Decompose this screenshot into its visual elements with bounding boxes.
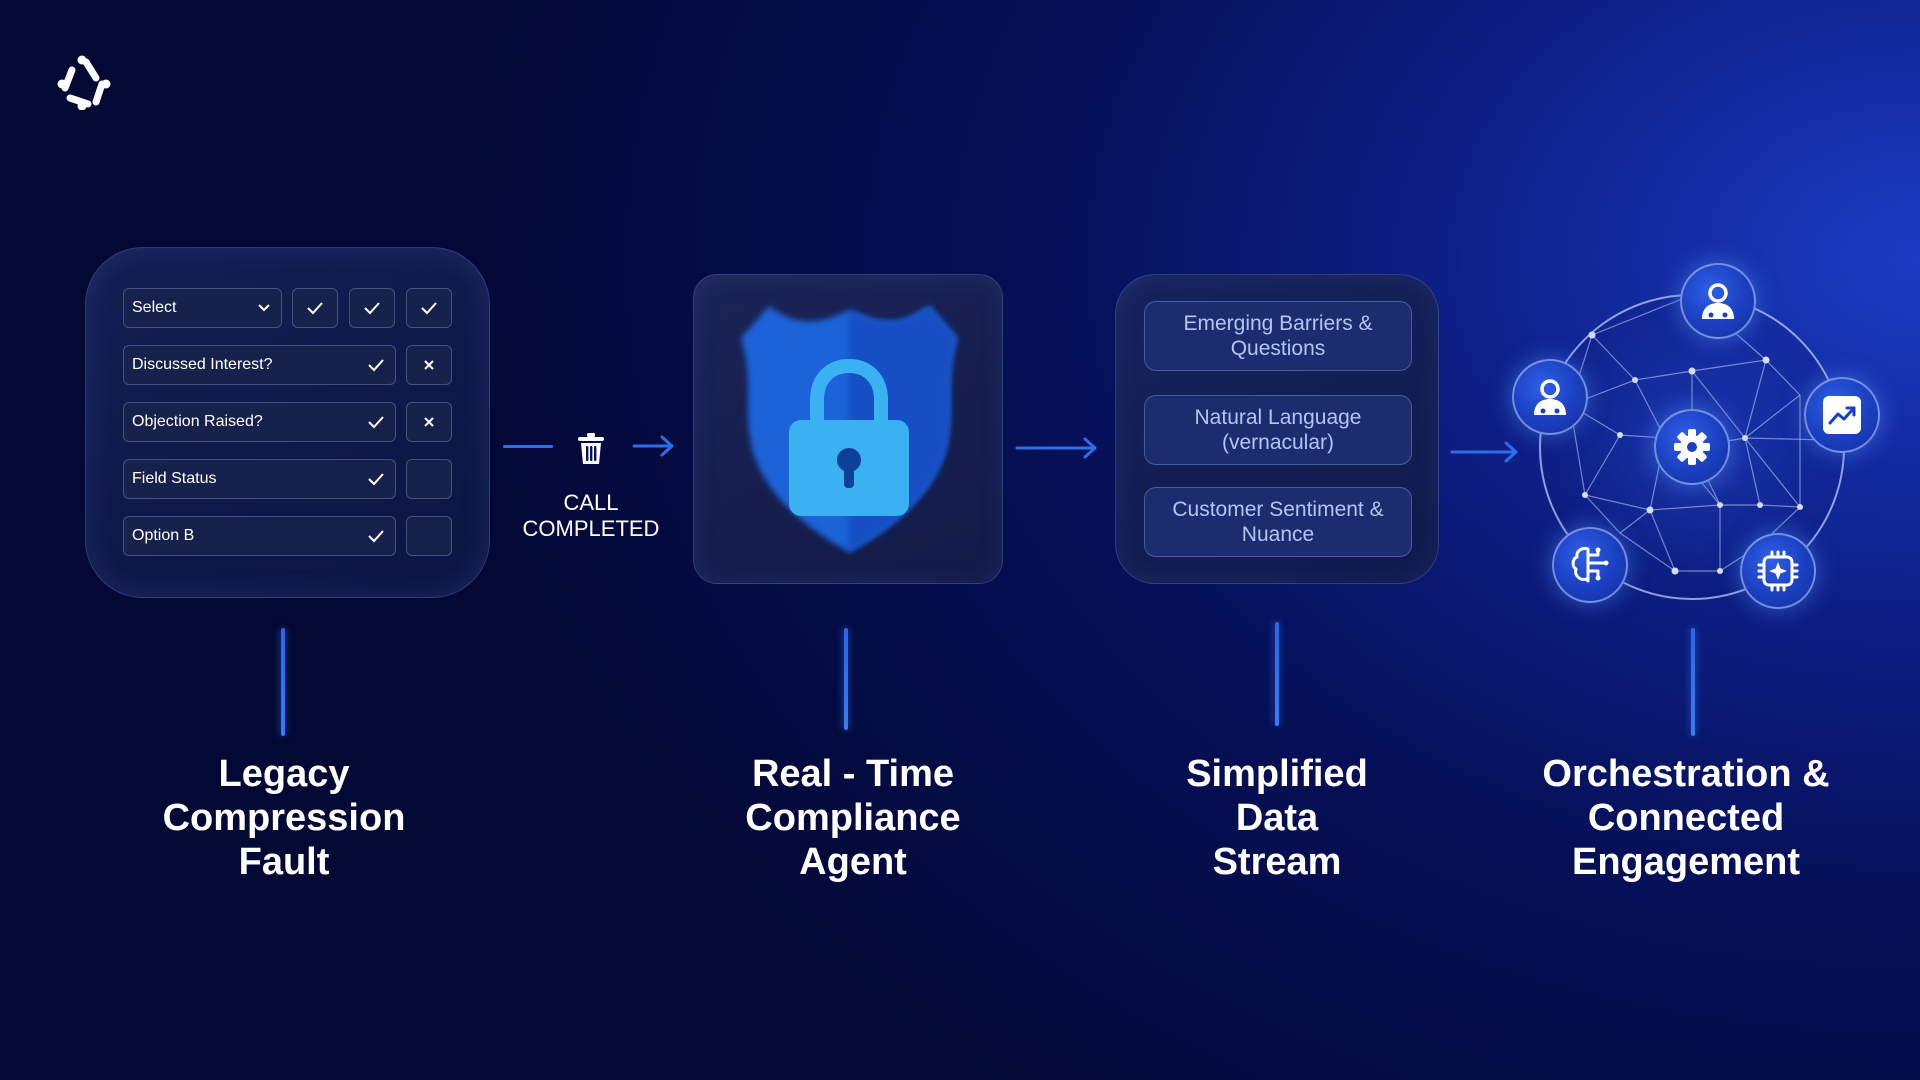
- empty-box-2[interactable]: [406, 516, 452, 556]
- gear-icon: [1674, 429, 1710, 465]
- check-icon: [368, 473, 384, 486]
- select-dropdown[interactable]: Select: [123, 288, 282, 328]
- doctor-node: [1512, 359, 1588, 435]
- vertical-connector: [844, 628, 848, 730]
- stream-pill-sentiment: Customer Sentiment &Nuance: [1144, 487, 1412, 557]
- call-completed-text: CALL COMPLETED: [522, 490, 660, 541]
- close-icon: [424, 417, 434, 427]
- field-label: Field Status: [132, 470, 217, 487]
- arrow-right-icon: [1450, 441, 1518, 463]
- trash-icon: [578, 433, 604, 464]
- check-icon: [364, 302, 380, 315]
- chip-icon: [1757, 550, 1799, 592]
- reject-box-2[interactable]: [406, 402, 452, 442]
- connector-dash: [503, 445, 553, 448]
- checkbox-2[interactable]: [349, 288, 395, 328]
- arrow-right-icon: [632, 435, 674, 457]
- check-icon: [307, 302, 323, 315]
- stream-pill-barriers: Emerging Barriers &Questions: [1144, 301, 1412, 371]
- select-label: Select: [132, 299, 177, 316]
- trend-node: [1804, 377, 1880, 453]
- doctor-icon: [1534, 379, 1566, 415]
- check-icon: [368, 359, 384, 372]
- check-icon: [421, 302, 437, 315]
- empty-box-1[interactable]: [406, 459, 452, 499]
- chevron-down-icon: [258, 304, 270, 312]
- shield-icon: [741, 306, 957, 552]
- logo-icon: [57, 55, 111, 110]
- field-status[interactable]: Field Status: [123, 459, 396, 499]
- vertical-connector: [1691, 628, 1695, 736]
- doctor-node: [1680, 263, 1756, 339]
- compliance-shield-panel: [693, 274, 1003, 584]
- legacy-form-panel: Select Discussed Interest? Objection Rai…: [85, 247, 490, 598]
- reject-box-1[interactable]: [406, 345, 452, 385]
- trend-icon: [1823, 396, 1861, 434]
- vertical-connector: [281, 628, 285, 736]
- field-objection-raised[interactable]: Objection Raised?: [123, 402, 396, 442]
- data-stream-panel: Emerging Barriers &Questions Natural Lan…: [1115, 274, 1439, 584]
- checkbox-3[interactable]: [406, 288, 452, 328]
- checkbox-1[interactable]: [292, 288, 338, 328]
- brain-node: [1552, 527, 1628, 603]
- vertical-connector: [1275, 622, 1279, 726]
- brain-icon: [1571, 547, 1609, 583]
- field-option-b[interactable]: Option B: [123, 516, 396, 556]
- chip-node: [1740, 533, 1816, 609]
- arrow-right-icon: [1015, 437, 1097, 459]
- field-discussed-interest[interactable]: Discussed Interest?: [123, 345, 396, 385]
- doctor-icon: [1702, 283, 1734, 319]
- check-icon: [368, 416, 384, 429]
- field-label: Option B: [132, 527, 195, 544]
- field-label: Discussed Interest?: [132, 356, 273, 373]
- check-icon: [368, 530, 384, 543]
- stream-pill-language: Natural Language(vernacular): [1144, 395, 1412, 465]
- engagement-network: [1500, 255, 1890, 625]
- field-label: Objection Raised?: [132, 413, 263, 430]
- close-icon: [424, 360, 434, 370]
- gear-node: [1654, 409, 1730, 485]
- lock-icon: [789, 358, 909, 516]
